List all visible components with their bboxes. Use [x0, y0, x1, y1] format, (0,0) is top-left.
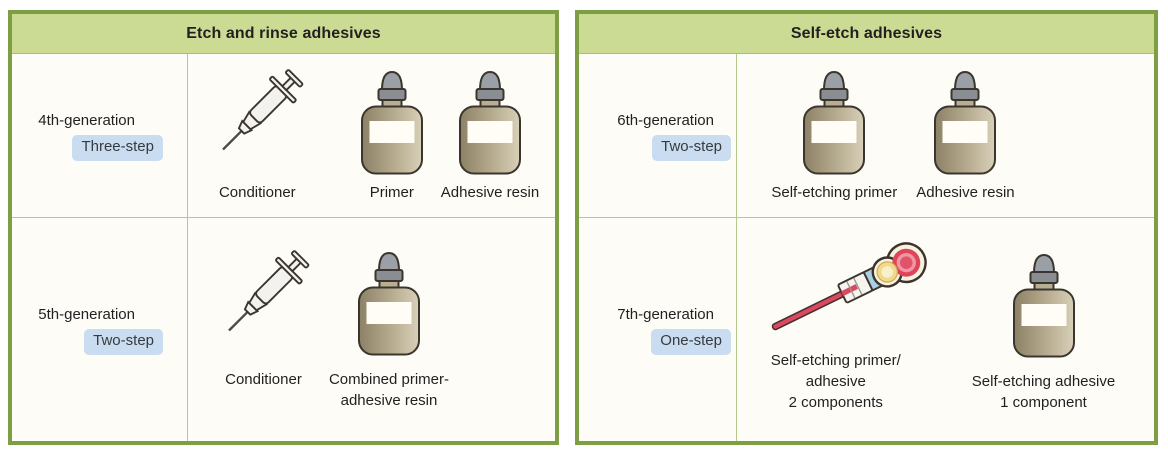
generation-cell-4th: 4th-generation Three-step: [12, 54, 188, 218]
generation-label: 4th-generation: [38, 112, 135, 129]
component-label: Combined primer- adhesive resin: [328, 371, 450, 409]
generation-label: 7th-generation: [617, 306, 714, 323]
content-cell-5th: Conditioner Combined primer- adhesive re…: [188, 218, 555, 441]
applicator-blister-icon: [757, 242, 927, 338]
generation-label: 6th-generation: [617, 112, 714, 129]
generation-cell-7th: 7th-generation One-step: [579, 218, 737, 441]
component-item: Adhesive resin: [916, 70, 1015, 203]
component-item: Adhesive resin: [441, 70, 539, 203]
generation-cell-5th: 5th-generation Two-step: [12, 218, 188, 441]
component-item: Self-etching primer: [771, 70, 897, 203]
component-label: Self-etching adhesive 1 component: [971, 373, 1116, 411]
generation-label: 5th-generation: [38, 306, 135, 323]
step-badge: Two-step: [652, 135, 731, 161]
generation-cell-6th: 6th-generation Two-step: [579, 54, 737, 218]
etch-and-rinse-panel: Etch and rinse adhesives 4th-generation …: [8, 10, 559, 445]
component-label: Adhesive resin: [440, 184, 540, 201]
component-item: Primer: [355, 70, 429, 203]
dropper-bottle-icon: [1007, 253, 1081, 359]
dropper-bottle-icon: [352, 251, 426, 357]
panel-title: Self-etch adhesives: [579, 14, 1154, 54]
component-label: Self-etching primer: [771, 184, 898, 201]
component-item: Conditioner: [206, 235, 321, 413]
component-label: Conditioner: [218, 184, 296, 201]
step-badge: Two-step: [84, 329, 163, 355]
step-badge: One-step: [651, 329, 731, 355]
component-item: Combined primer- adhesive resin: [329, 251, 449, 413]
dropper-bottle-icon: [453, 70, 527, 176]
component-label: Adhesive resin: [916, 184, 1015, 201]
component-item: Self-etching primer/ adhesive 2 componen…: [757, 242, 927, 413]
content-cell-7th: Self-etching primer/ adhesive 2 componen…: [737, 218, 1154, 441]
content-cell-4th: Conditioner Primer: [188, 54, 555, 218]
component-label: Conditioner: [225, 371, 302, 388]
dropper-bottle-icon: [355, 70, 429, 176]
component-label: Self-etching primer/ adhesive 2 componen…: [770, 352, 901, 411]
syringe-icon: [200, 54, 315, 176]
component-item: Self-etching adhesive 1 component: [972, 253, 1115, 413]
dropper-bottle-icon: [797, 70, 871, 176]
panel-title: Etch and rinse adhesives: [12, 14, 555, 54]
self-etch-panel: Self-etch adhesives 6th-generation Two-s…: [575, 10, 1158, 445]
dropper-bottle-icon: [928, 70, 1002, 176]
component-item: Conditioner: [200, 54, 315, 203]
component-label: Primer: [369, 184, 414, 201]
content-cell-6th: Self-etching primer Adhesive resin: [737, 54, 1154, 218]
syringe-icon: [206, 235, 321, 357]
step-badge: Three-step: [72, 135, 163, 161]
